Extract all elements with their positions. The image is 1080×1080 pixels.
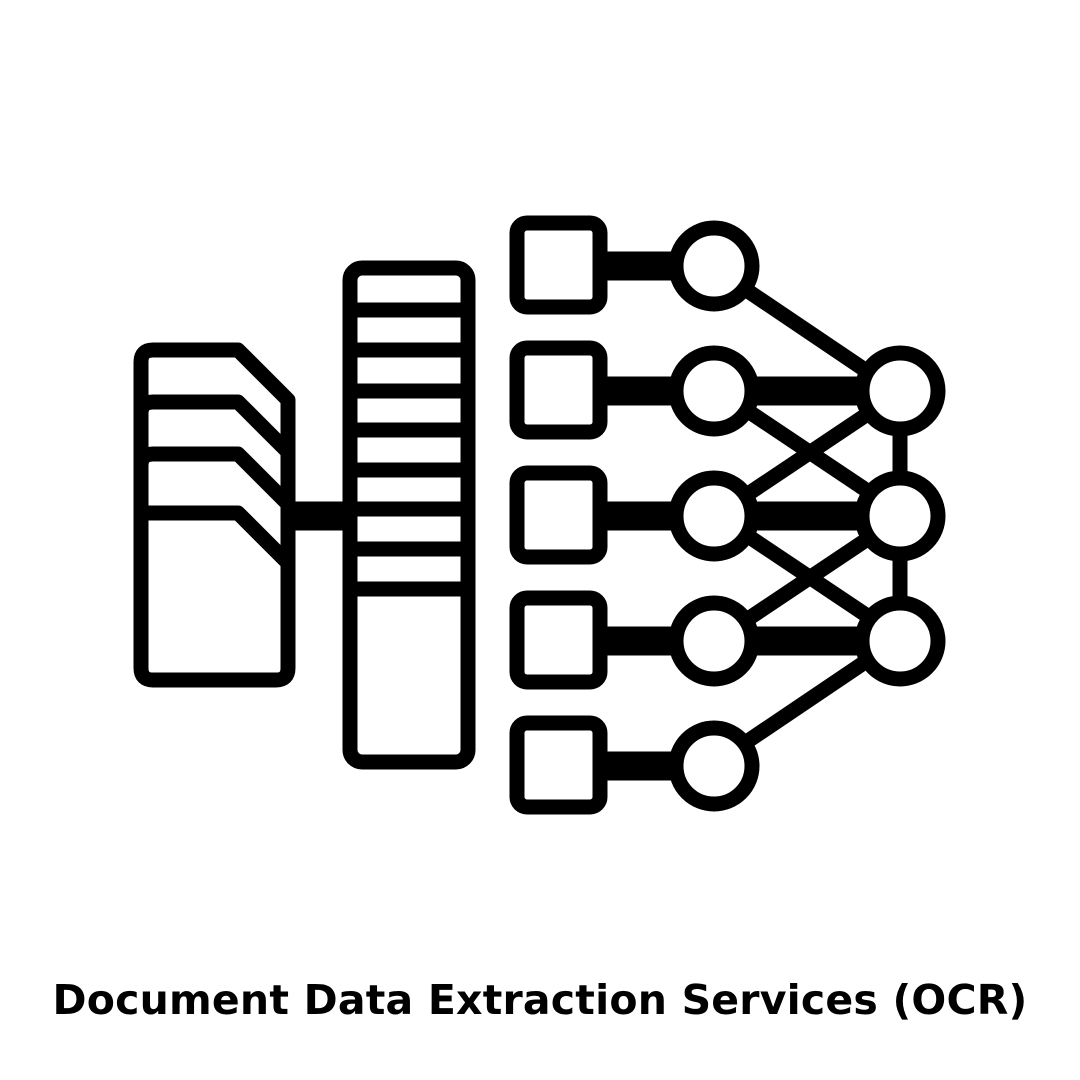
input-square bbox=[509, 590, 608, 690]
input-square bbox=[509, 715, 608, 815]
neural-network-icon bbox=[509, 215, 946, 815]
input-square bbox=[509, 215, 608, 315]
caption-title: Document Data Extraction Services (OCR) bbox=[52, 976, 1028, 1024]
output-node bbox=[854, 345, 946, 437]
input-square bbox=[509, 465, 608, 565]
network-node bbox=[668, 595, 760, 687]
network-edges bbox=[737, 281, 908, 751]
document-page bbox=[133, 342, 296, 571]
data-rows-stack-icon bbox=[342, 260, 476, 770]
document-to-table-connector bbox=[280, 501, 358, 531]
document-page bbox=[133, 446, 296, 521]
input-square bbox=[509, 340, 608, 440]
network-node bbox=[668, 345, 760, 437]
output-node bbox=[854, 595, 946, 687]
network-node bbox=[668, 220, 760, 312]
document-page bbox=[133, 505, 296, 688]
network-node bbox=[668, 470, 760, 562]
stacked-documents-icon bbox=[133, 342, 296, 688]
input-connector bbox=[592, 251, 684, 781]
output-node bbox=[854, 470, 946, 562]
network-node bbox=[668, 720, 760, 812]
